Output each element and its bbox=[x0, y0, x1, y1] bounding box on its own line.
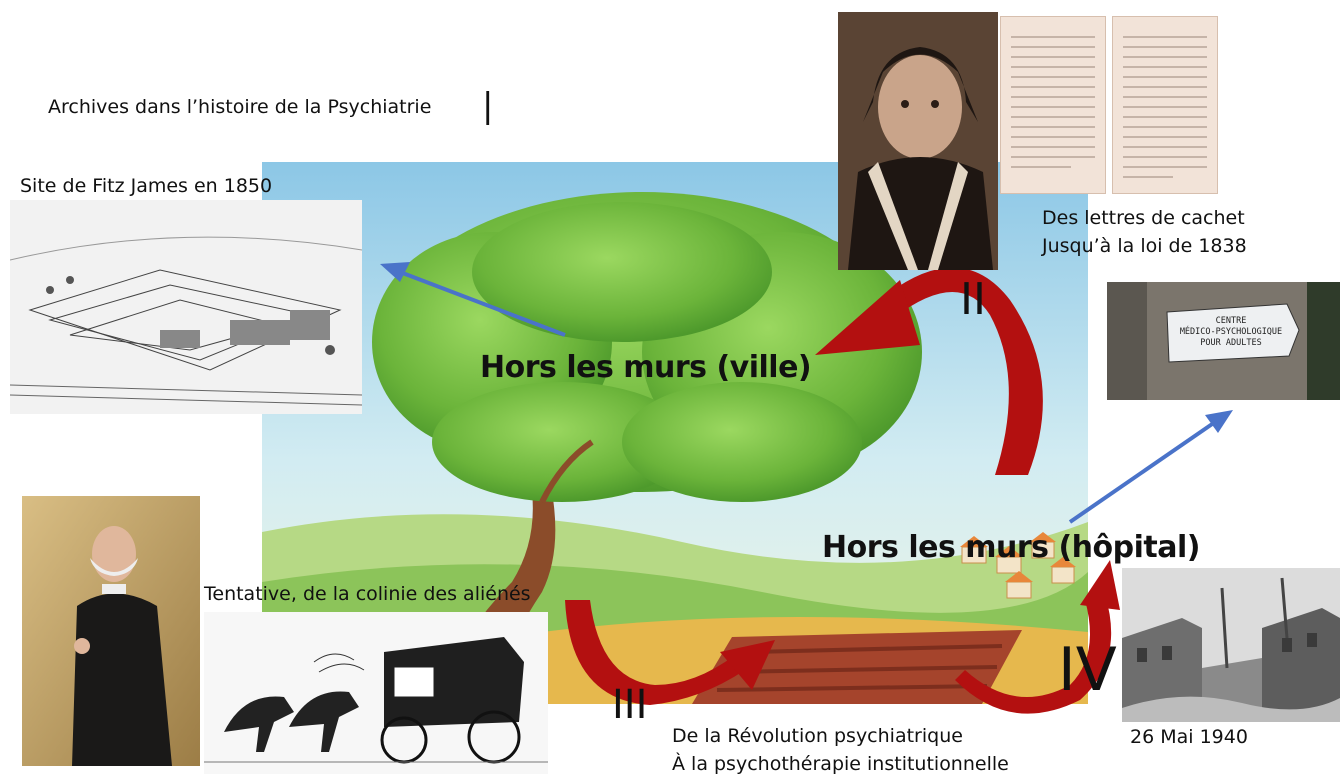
cmp-sign-text: CENTRE MÉDICO-PSYCHOLOGIQUE POUR ADULTES bbox=[1171, 316, 1291, 349]
red-arrow-bottom-left-head bbox=[720, 640, 775, 690]
hors-les-murs-hopital: Hors les murs (hôpital) bbox=[822, 530, 1200, 565]
phase-three: III bbox=[612, 682, 648, 728]
date-1940-caption: 26 Mai 1940 bbox=[1130, 726, 1248, 748]
fitz-james-caption: Site de Fitz James en 1850 bbox=[20, 175, 272, 197]
tentative-text: Tentative, de la colinie des aliénés bbox=[204, 583, 531, 605]
sign-line-3: POUR ADULTES bbox=[1200, 338, 1262, 348]
sign-line-1: CENTRE bbox=[1215, 316, 1247, 326]
red-arrow-bottom-right bbox=[955, 595, 1112, 714]
revolution-line-1: De la Révolution psychiatrique bbox=[672, 725, 963, 747]
cachet-line-1: Des lettres de cachet bbox=[1042, 207, 1245, 229]
man-portrait bbox=[22, 496, 200, 766]
fitz-james-text: Site de Fitz James en 1850 bbox=[20, 175, 273, 197]
carriage-drawing bbox=[204, 612, 548, 774]
tree-illustration bbox=[262, 162, 1088, 704]
letter-document-2 bbox=[1112, 16, 1218, 194]
red-arrow-top-head bbox=[815, 280, 920, 355]
hors-les-murs-ville: Hors les murs (ville) bbox=[480, 350, 812, 385]
red-arrow-bottom-left bbox=[565, 600, 745, 705]
phase-two: II bbox=[960, 274, 986, 325]
sign-line-2: MÉDICO-PSYCHOLOGIQUE bbox=[1179, 327, 1283, 337]
red-arrow-top bbox=[880, 267, 1043, 475]
text-cursor: | bbox=[482, 86, 494, 126]
tentative-caption: Tentative, de la colinie des aliénés bbox=[204, 583, 531, 605]
title-text: Archives dans l’histoire de la Psychiatr… bbox=[48, 96, 432, 118]
bombed-building-photo bbox=[1122, 568, 1340, 722]
page-title: Archives dans l’histoire de la Psychiatr… bbox=[48, 96, 431, 118]
monk-portrait bbox=[838, 12, 998, 270]
cachet-line-2: Jusqu’à la loi de 1838 bbox=[1042, 235, 1247, 257]
blue-arrow-left bbox=[399, 270, 566, 337]
phase-four: IV bbox=[1058, 635, 1117, 705]
fitz-james-engraving bbox=[10, 200, 362, 414]
blue-arrow-right bbox=[1068, 418, 1220, 524]
revolution-caption: De la Révolution psychiatrique À la psyc… bbox=[672, 722, 1009, 778]
red-arrow-bottom-right-head bbox=[1080, 560, 1120, 610]
cmp-sign-photo: CENTRE MÉDICO-PSYCHOLOGIQUE POUR ADULTES bbox=[1107, 282, 1340, 400]
letter-document-1 bbox=[1000, 16, 1106, 194]
revolution-line-2: À la psychothérapie institutionnelle bbox=[672, 753, 1009, 775]
cachet-caption: Des lettres de cachet Jusqu’à la loi de … bbox=[1042, 204, 1247, 260]
